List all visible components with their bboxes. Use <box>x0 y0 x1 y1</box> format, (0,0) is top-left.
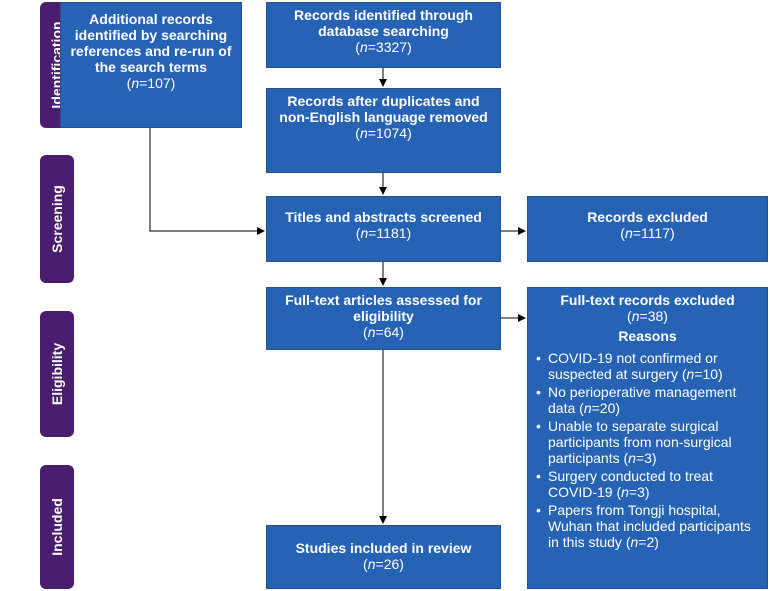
database-records-count: (n=3327) <box>355 39 412 55</box>
studies-included-box: Studies included in review (n=26) <box>266 525 501 589</box>
records-excluded-count: (n=1117) <box>620 225 675 241</box>
reason-item: Papers from Tongji hospital, Wuhan that … <box>536 502 759 550</box>
prisma-flow-diagram: Identification Screening Eligibility Inc… <box>40 0 770 591</box>
reasons-heading: Reasons <box>618 328 677 344</box>
arrow-additional-to-screened <box>149 128 265 235</box>
fulltext-assessed-title: Full-text articles assessed for eligibil… <box>285 292 482 324</box>
additional-records-box: Additional records identified by searchi… <box>60 2 242 128</box>
fulltext-excluded-box: Full-text records excluded (n=38) Reason… <box>527 287 768 589</box>
screened-title: Titles and abstracts screened <box>285 209 482 225</box>
fulltext-excluded-count: (n=38) <box>627 308 668 324</box>
studies-included-count: (n=26) <box>363 556 404 572</box>
deduplicated-records-title: Records after duplicates and non-English… <box>279 93 488 125</box>
deduplicated-records-box: Records after duplicates and non-English… <box>266 88 501 173</box>
studies-included-title: Studies included in review <box>295 540 472 556</box>
records-excluded-title: Records excluded <box>587 209 708 225</box>
reason-item: Surgery conducted to treat COVID-19 (n=3… <box>536 468 759 500</box>
reason-item: Unable to separate surgical participants… <box>536 418 759 466</box>
reasons-list: COVID-19 not confirmed or suspected at s… <box>536 350 759 550</box>
reason-item: COVID-19 not confirmed or suspected at s… <box>536 350 759 382</box>
screened-box: Titles and abstracts screened (n=1181) <box>266 196 501 262</box>
phase-eligibility: Eligibility <box>40 311 74 437</box>
database-records-title: Records identified through database sear… <box>294 7 473 39</box>
screened-count: (n=1181) <box>355 225 412 241</box>
phase-included: Included <box>40 465 74 589</box>
fulltext-assessed-box: Full-text articles assessed for eligibil… <box>266 287 501 350</box>
fulltext-excluded-title: Full-text records excluded <box>560 292 735 308</box>
connector-arrows <box>149 68 526 524</box>
fulltext-assessed-count: (n=64) <box>363 324 404 340</box>
additional-records-title: Additional records identified by searchi… <box>70 11 232 75</box>
phase-screening: Screening <box>40 155 74 283</box>
database-records-box: Records identified through database sear… <box>266 2 501 68</box>
reason-item: No perioperative management data (n=20) <box>536 384 759 416</box>
records-excluded-box: Records excluded (n=1117) <box>527 196 768 262</box>
additional-records-count: (n=107) <box>126 75 176 91</box>
deduplicated-records-count: (n=1074) <box>355 125 412 141</box>
